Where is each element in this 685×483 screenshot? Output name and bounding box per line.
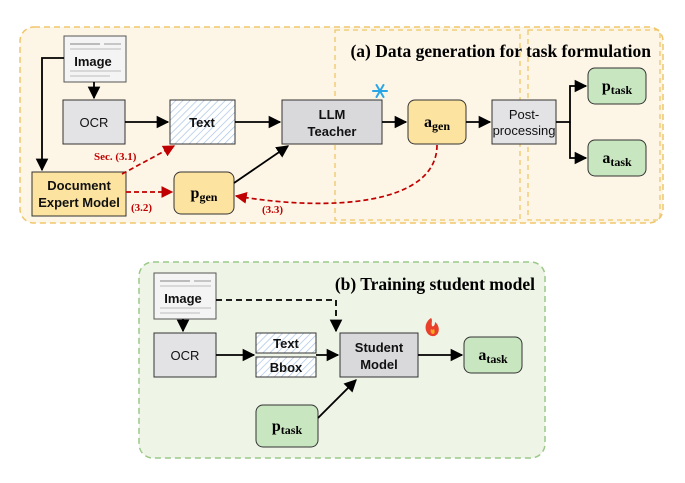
post-label-line2: processing (493, 123, 556, 138)
red-arrow-doc-to-text (121, 145, 176, 175)
doc-label-line2: Expert Model (38, 195, 120, 210)
bbox-label-b: Bbox (270, 360, 303, 375)
p-task-main-b: p (272, 418, 281, 435)
arrow-ptask-to-student (317, 379, 357, 419)
p-gen-box (173, 171, 235, 215)
p-task-box (587, 67, 647, 105)
p-task-box-b (255, 404, 319, 448)
a-gen-label: agen (424, 114, 450, 133)
panel-a: (a) Data generation for task formulation… (19, 26, 664, 224)
p-gen-main: p (191, 185, 200, 202)
llm-label-line1: LLM (319, 107, 346, 122)
p-task-label: ptask (602, 78, 633, 97)
post-label-line1: Post- (509, 107, 539, 122)
arrow-image-to-doc-expert (35, 57, 64, 172)
panel-b-title: (b) Training student model (335, 274, 535, 294)
ocr-label-b: OCR (171, 348, 200, 363)
p-gen-sub: gen (199, 190, 217, 204)
image-label-bg-b (160, 289, 206, 307)
bbox-box-b (255, 356, 317, 378)
p-task-main: p (602, 78, 611, 95)
text-label: Text (189, 115, 215, 130)
a-gen-sub: gen (432, 119, 450, 133)
a-task-sub-b: task (486, 352, 508, 366)
ocr-box-b (153, 332, 217, 378)
llm-label-line2: Teacher (308, 124, 357, 139)
a-task-main: a (602, 150, 610, 167)
panel-b: (b) Training student model Image OCR Tex… (138, 261, 546, 459)
image-label-b: Image (164, 291, 202, 306)
a-task-box (587, 139, 647, 177)
p-task-label-b: ptask (272, 418, 303, 437)
p-gen-label: pgen (191, 185, 218, 204)
image-label-bg (70, 52, 116, 70)
a-task-box-b (463, 336, 523, 374)
arrow-post-to-atask (569, 122, 588, 165)
a-task-main-b: a (478, 347, 486, 364)
ocr-box (62, 99, 126, 145)
a-gen-main: a (424, 114, 432, 131)
snowflake-icon (372, 84, 388, 98)
red-arrow-agen-to-pgen (234, 144, 438, 205)
a-task-sub: task (610, 155, 632, 169)
text-box-b (255, 332, 317, 354)
panel-a-title: (a) Data generation for task formulation (350, 41, 651, 61)
student-model-box (339, 332, 419, 378)
p-task-sub: task (611, 83, 633, 97)
student-label-line1: Student (355, 340, 404, 355)
doc-label-line1: Document (47, 178, 111, 193)
post-processing-box (491, 99, 557, 145)
sec-33-label: (3.3) (262, 204, 283, 216)
p-task-sub-b: task (281, 423, 303, 437)
sec-31-label: Sec. (3.1) (94, 151, 137, 163)
a-task-label-b: atask (478, 347, 508, 366)
panel-b-arrows (176, 299, 464, 419)
arrow-image-to-student-dashed (216, 299, 343, 333)
sec-32-label: (3.2) (131, 202, 152, 214)
a-task-label: atask (602, 150, 632, 169)
flame-icon (425, 318, 439, 337)
ocr-label: OCR (80, 115, 109, 130)
text-label-b: Text (273, 336, 299, 351)
document-expert-box (31, 171, 127, 217)
panel-a-arrows (35, 57, 588, 184)
image-label: Image (74, 54, 112, 69)
arrow-post-to-ptask (556, 79, 588, 123)
arrow-pgen-to-llm (233, 145, 290, 184)
panel-a-red-arrows (121, 144, 438, 205)
llm-teacher-box (281, 99, 383, 145)
student-label-line2: Model (360, 357, 398, 372)
